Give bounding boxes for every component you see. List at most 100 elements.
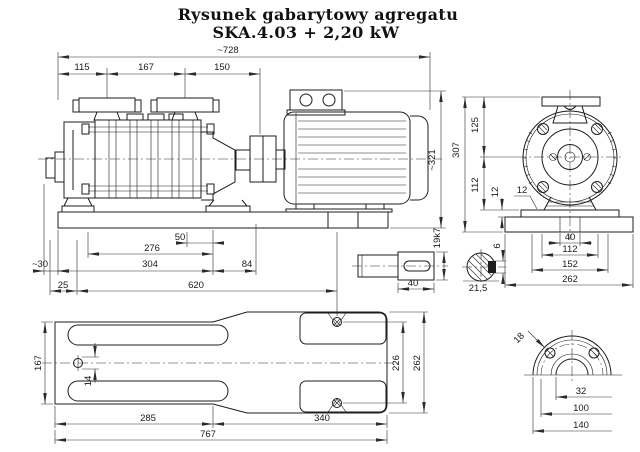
bolt-hole-slashes — [545, 348, 599, 358]
cable-gland-right — [322, 93, 336, 107]
tie-rod-nuts — [81, 123, 215, 195]
dim-front-step-12: 12 12 — [490, 185, 538, 229]
boss-hatching — [538, 123, 602, 193]
side-view-baseplate — [38, 158, 442, 229]
extension-lines — [41, 321, 53, 405]
shaft-steps — [357, 251, 435, 281]
dim-label-40f: 40 — [565, 232, 576, 243]
discharge-flange — [150, 97, 220, 121]
bearing-bracket — [201, 131, 251, 207]
dim-label-321: ~321 — [427, 149, 438, 170]
dim-label-262f: 262 — [562, 274, 578, 285]
extension-lines — [504, 233, 634, 288]
extension-lines — [436, 251, 448, 281]
plan-view-baseplate — [42, 311, 400, 414]
side-view-pump — [45, 97, 251, 207]
extension-lines — [389, 311, 428, 414]
dim-label-262p: 262 — [412, 355, 423, 371]
dim-label-115: 115 — [74, 62, 89, 73]
side-view-coupling — [249, 135, 286, 183]
title-block: Rysunek gabarytowy agregatu SKA.4.03 + 2… — [178, 5, 459, 42]
flange-bolt-hole-right — [588, 347, 600, 359]
keyway-section — [488, 261, 496, 273]
cable-gland-left — [299, 93, 313, 107]
dim-label-12v: 12 — [490, 187, 501, 198]
dim-flange-32: 32 — [555, 377, 612, 400]
dim-label-285: 285 — [140, 413, 156, 424]
drawing-subtitle: SKA.4.03 + 2,20 kW — [212, 23, 400, 42]
motor-pad-top — [299, 312, 387, 345]
leader-line — [527, 330, 546, 349]
dim-label-226: 226 — [391, 355, 402, 371]
dim-276: 276 — [87, 232, 213, 258]
front-view-pump — [504, 90, 634, 240]
dim-label-14: 14 — [83, 376, 94, 387]
dim-label-152: 152 — [562, 259, 578, 270]
extension-lines — [344, 90, 446, 229]
extension-lines — [43, 184, 257, 275]
front-centerlines — [516, 90, 624, 240]
dim-shaft-diameter: 19k7 — [432, 228, 448, 281]
extension-lines — [480, 156, 519, 211]
dim-label-19k7: 19k7 — [432, 228, 443, 249]
dim-plan-length-chain: 285 340 — [54, 406, 388, 428]
dim-label-125: 125 — [470, 117, 481, 133]
motor-body — [283, 111, 411, 205]
dim-label-100: 100 — [573, 403, 589, 414]
extension-lines — [49, 232, 338, 316]
pump-end-cover — [45, 121, 96, 207]
motor-cooling-fins — [298, 120, 406, 194]
motor-end-cap — [410, 115, 429, 201]
dim-label-340: 340 — [314, 413, 330, 424]
dim-flange-hole: 18 — [512, 330, 546, 349]
dim-front-125-112: 125 112 — [470, 97, 519, 211]
slot-bottom — [67, 380, 229, 402]
dim-label-112v: 112 — [470, 177, 481, 192]
motor-pad-bottom — [299, 380, 387, 413]
dim-label-21-5: 21,5 — [469, 283, 488, 294]
dim-front-bottom-chain: 40 112 152 262 — [504, 232, 634, 288]
keyway-slot — [403, 260, 431, 272]
dim-label-50: 50 — [175, 232, 186, 243]
pad-bolt-top — [332, 317, 342, 327]
dim-shaft-flat: 21,5 — [463, 280, 499, 294]
flange-second-arc — [536, 339, 608, 376]
dim-label-276: 276 — [144, 243, 160, 254]
section-hatching — [467, 253, 495, 281]
dim-front-height-307: 307 — [451, 96, 540, 233]
dim-label-728: ~728 — [217, 45, 238, 56]
front-flange — [541, 96, 601, 124]
pad-bolt-crosses — [333, 318, 341, 407]
dim-label-25: 25 — [58, 280, 69, 291]
side-view-motor — [283, 89, 429, 213]
flange-bolt-hole-left — [544, 347, 556, 359]
motor-feet — [285, 203, 393, 213]
front-base — [504, 209, 634, 233]
dim-label-112h: 112 — [562, 244, 577, 255]
dim-label-307: 307 — [451, 142, 462, 158]
drawing-title: Rysunek gabarytowy agregatu — [178, 5, 459, 24]
dim-plan-width-167: 167 — [33, 321, 53, 405]
dim-keyway-width: 6 — [492, 243, 506, 284]
front-base-bolt-lines — [559, 217, 581, 232]
plate-outline — [54, 311, 388, 414]
dim-label-167p: 167 — [33, 355, 44, 371]
dim-motor-height: ~321 — [344, 90, 446, 229]
dim-label-32: 32 — [576, 386, 587, 397]
shaft-detail: 40 19k7 — [352, 228, 448, 293]
pump-casing — [94, 113, 202, 199]
dim-flange-100: 100 — [540, 379, 612, 417]
dim-label-767: 767 — [200, 429, 216, 440]
coupling-discs — [249, 135, 286, 183]
dim-50: 50 — [175, 232, 224, 247]
dim-plan-767: 767 — [54, 429, 388, 444]
dim-label-40: 40 — [408, 278, 419, 289]
terminal-box — [286, 89, 346, 116]
casing-serrations — [523, 131, 617, 185]
pad-notches — [327, 312, 347, 413]
dim-plan-hole-14: 14 — [82, 343, 99, 386]
bolt-circle-arc — [540, 343, 604, 376]
flange-detail: 18 32 100 140 — [512, 330, 622, 434]
dim-label-167: 167 — [138, 62, 154, 73]
